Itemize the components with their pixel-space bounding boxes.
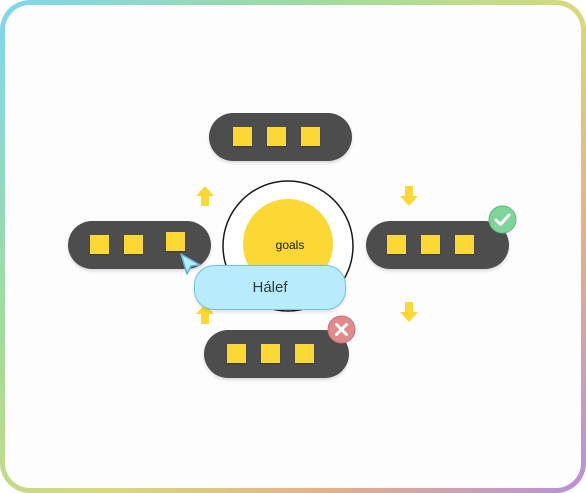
cursor-icon: [180, 253, 201, 275]
square: [166, 232, 185, 251]
square: [295, 344, 314, 363]
square: [124, 235, 143, 254]
name-box: Hálef: [194, 265, 346, 310]
square: [421, 235, 440, 254]
square: [90, 235, 109, 254]
pill-right: [366, 221, 509, 269]
pill-bottom: [204, 330, 349, 378]
arrow-up-icon: [196, 186, 214, 206]
arrow-down-icon: [400, 302, 418, 322]
center-label: goals: [275, 238, 305, 252]
square: [387, 235, 406, 254]
arrow-down-icon: [400, 186, 418, 206]
name-label: Hálef: [252, 279, 288, 296]
square: [227, 344, 246, 363]
square: [233, 127, 252, 146]
square: [261, 344, 280, 363]
square: [455, 235, 474, 254]
square: [301, 127, 320, 146]
square: [267, 127, 286, 146]
check-icon: [488, 205, 517, 234]
cross-icon: [327, 315, 356, 344]
pill-top: [209, 113, 352, 161]
